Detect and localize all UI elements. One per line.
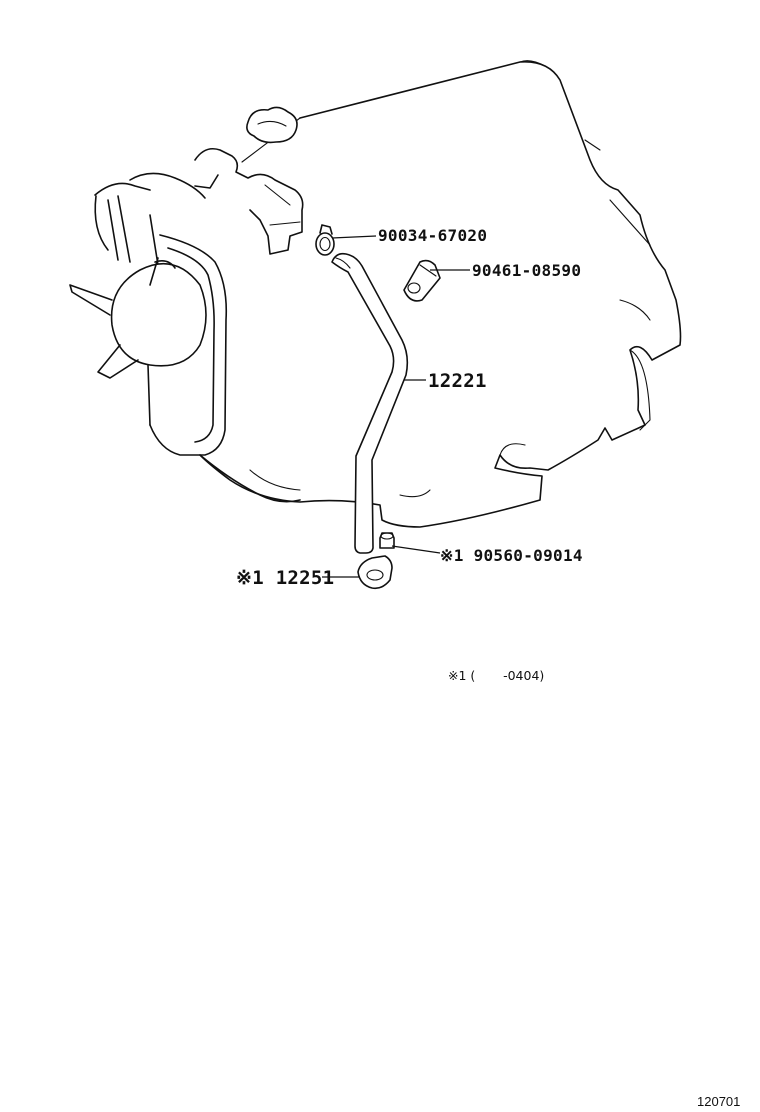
- ventilation-hose: [331, 252, 409, 554]
- head-cover: [129, 147, 304, 255]
- engine-block: [199, 60, 682, 528]
- cooling-fan: [69, 182, 207, 379]
- hose-bracket: [357, 555, 393, 590]
- oil-filler-cap: [246, 106, 298, 144]
- leader-grommet: [391, 545, 441, 554]
- hose-clip: [403, 259, 441, 302]
- grommet: [379, 532, 395, 549]
- diagram-code: 120701: [697, 1094, 740, 1109]
- drive-belt: [147, 234, 301, 503]
- part-label-grommet: ※1 90560-09014: [440, 546, 583, 565]
- part-label-clip: 90461-08590: [472, 261, 581, 280]
- part-label-bracket: ※1 12251: [236, 567, 334, 589]
- part-label-clamp: 90034-67020: [378, 226, 487, 245]
- hose-clamp: [315, 224, 335, 256]
- part-label-hose: 12221: [428, 370, 487, 392]
- applicability-note: ※1 ( -0404): [448, 668, 544, 683]
- leader-clamp: [331, 235, 377, 239]
